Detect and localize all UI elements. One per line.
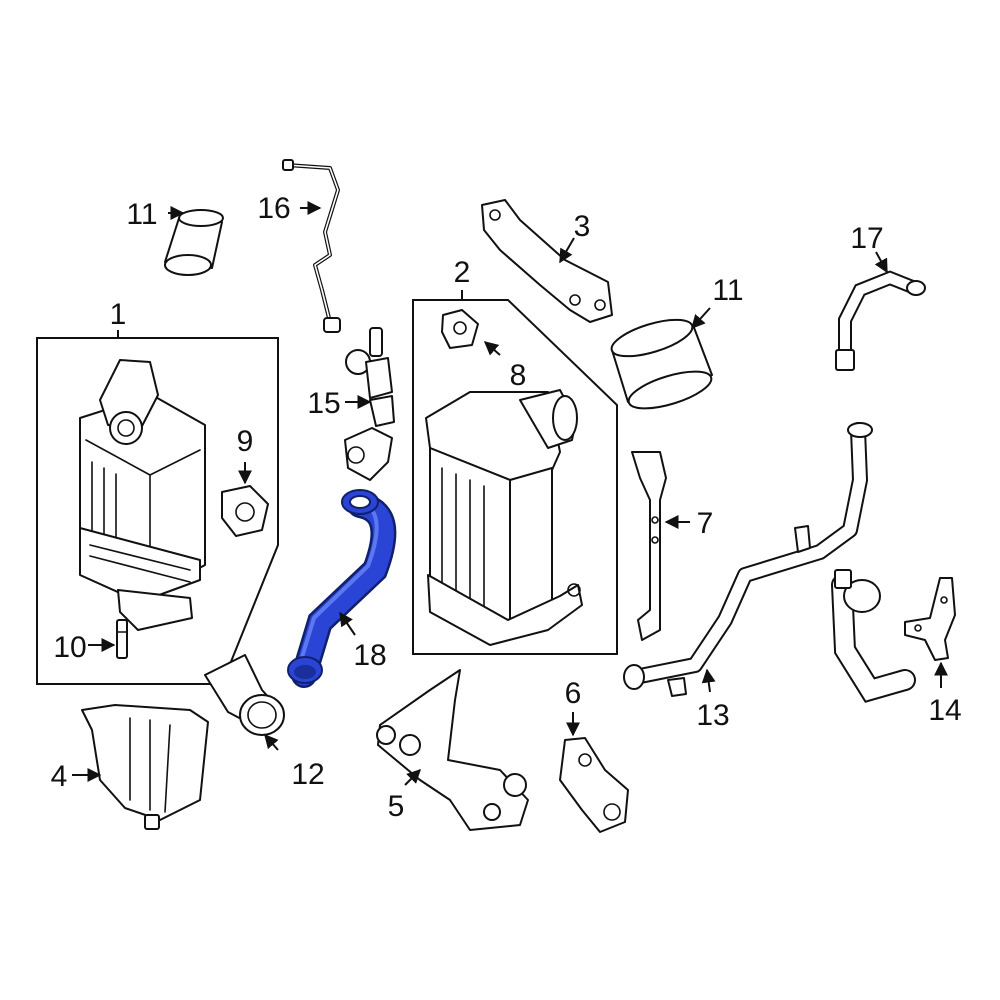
callout-10: 10 bbox=[53, 631, 86, 664]
callout-18: 18 bbox=[353, 639, 386, 672]
vacuum-line-part-16[interactable] bbox=[282, 159, 341, 333]
callout-16: 16 bbox=[257, 192, 290, 225]
callout-2: 2 bbox=[454, 256, 471, 289]
mount-part-9[interactable] bbox=[221, 485, 269, 537]
callout-8: 8 bbox=[510, 359, 527, 392]
air-duct-part-4[interactable] bbox=[81, 704, 209, 830]
sleeve-part-11-lower[interactable] bbox=[608, 312, 715, 416]
callout-5: 5 bbox=[388, 790, 405, 823]
callout-9: 9 bbox=[237, 425, 254, 458]
sensor-part-8[interactable] bbox=[441, 309, 479, 349]
callout-1: 1 bbox=[110, 298, 127, 331]
bracket-part-7[interactable] bbox=[631, 451, 667, 641]
callout-3: 3 bbox=[574, 210, 591, 243]
hose-part-18-highlighted[interactable] bbox=[287, 489, 397, 688]
callout-labels: 1 2 3 4 5 6 7 8 9 10 11 11 12 13 14 15 1… bbox=[51, 192, 962, 823]
callout-14: 14 bbox=[928, 694, 961, 727]
elbow-hose-part-12[interactable] bbox=[204, 654, 285, 736]
mount-bracket-part-5[interactable] bbox=[376, 669, 529, 831]
coolant-pipe-part-13[interactable] bbox=[623, 422, 916, 703]
callout-11-lower: 11 bbox=[712, 274, 743, 307]
callout-13: 13 bbox=[696, 699, 729, 732]
callout-12: 12 bbox=[291, 758, 324, 791]
callout-11-upper: 11 bbox=[126, 198, 157, 231]
group-frame-1 bbox=[36, 337, 279, 685]
pipe-part-17[interactable] bbox=[835, 270, 926, 371]
sensor-part-10[interactable] bbox=[116, 619, 128, 659]
callout-4: 4 bbox=[51, 760, 68, 793]
mount-part-6[interactable] bbox=[559, 737, 629, 833]
bracket-part-14[interactable] bbox=[904, 577, 956, 661]
group-frame-2 bbox=[412, 299, 618, 655]
leader-lines bbox=[72, 201, 948, 786]
bracket-part-3[interactable] bbox=[481, 199, 613, 323]
intercooler-part-2[interactable] bbox=[425, 389, 583, 646]
callout-6: 6 bbox=[565, 677, 582, 710]
sleeve-part-11-upper[interactable] bbox=[164, 209, 224, 276]
intercooler-assembly-part-1[interactable] bbox=[79, 359, 206, 631]
valve-part-15[interactable] bbox=[344, 327, 395, 481]
callout-15: 15 bbox=[307, 387, 340, 420]
callout-17: 17 bbox=[850, 222, 883, 255]
callout-7: 7 bbox=[697, 507, 714, 540]
